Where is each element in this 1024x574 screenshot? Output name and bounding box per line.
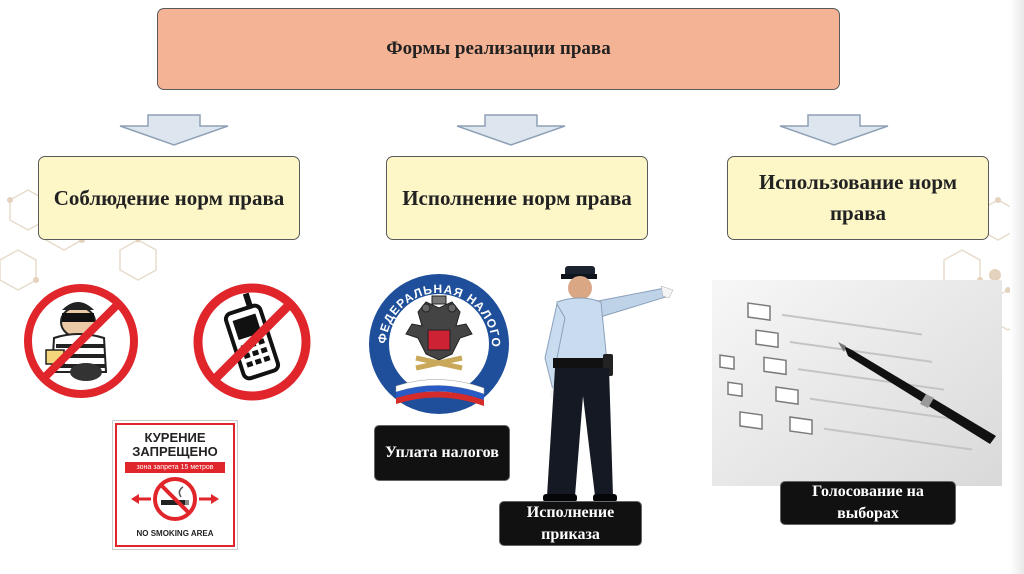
- down-arrow-icon: [118, 114, 230, 146]
- down-arrow-icon: [455, 114, 567, 146]
- no-smoking-icon: [131, 475, 219, 523]
- category-observance: Соблюдение норм права: [38, 156, 300, 240]
- tax-service-emblem: ФЕДЕРАЛЬНАЯ НАЛОГОВАЯ СЛУЖБА: [366, 268, 512, 420]
- caption-order: Исполнение приказа: [499, 501, 642, 546]
- no-phone-sign-icon: [190, 280, 314, 404]
- caption-voting: Голосование на выборах: [780, 481, 956, 525]
- category-label: Исполнение норм права: [402, 183, 632, 214]
- sign-zone: зона запрета 15 метров: [125, 462, 225, 473]
- category-execution: Исполнение норм права: [386, 156, 648, 240]
- police-officer-figure: [535, 258, 675, 504]
- category-usage: Использование норм права: [727, 156, 989, 240]
- diagram-title-box: Формы реализации права: [157, 8, 840, 90]
- ballot-paper-with-pen: [712, 280, 1002, 486]
- sign-line2: ЗАПРЕЩЕНО: [117, 445, 233, 459]
- sign-line1: КУРЕНИЕ: [117, 431, 233, 445]
- category-label: Соблюдение норм права: [54, 183, 285, 214]
- right-edge-shadow: [1010, 0, 1024, 574]
- caption-taxes: Уплата налогов: [374, 425, 510, 481]
- down-arrow-icon: [778, 114, 890, 146]
- no-theft-sign-icon: [20, 280, 142, 402]
- diagram-title: Формы реализации права: [386, 38, 610, 60]
- no-smoking-sign: КУРЕНИЕ ЗАПРЕЩЕНО зона запрета 15 метров…: [115, 423, 235, 547]
- category-label: Использование норм права: [738, 167, 978, 229]
- sign-bottom: NO SMOKING AREA: [117, 529, 233, 539]
